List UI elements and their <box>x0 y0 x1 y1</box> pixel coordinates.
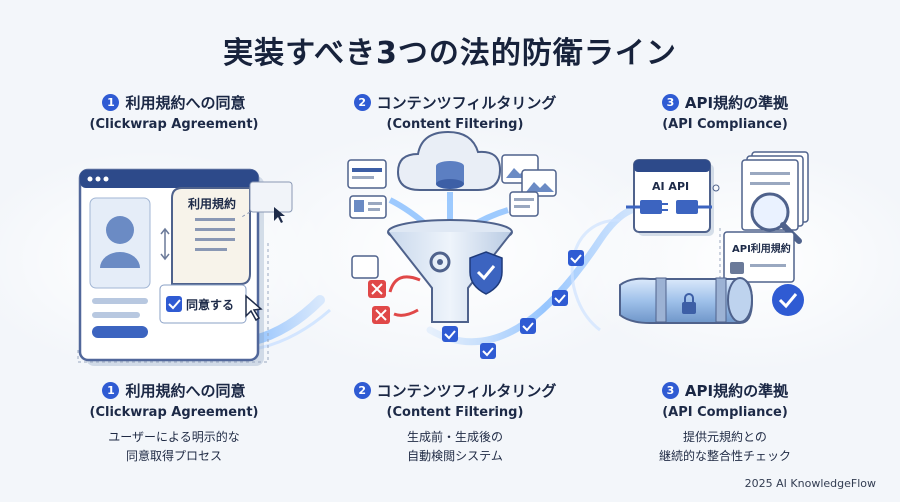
socket-icon <box>676 200 698 214</box>
rejected-image-icon <box>351 255 379 279</box>
api-window-label: AI API <box>652 180 689 193</box>
approved-checks <box>442 250 584 359</box>
section-1-description: ユーザーによる明示的な 同意取得プロセス <box>24 428 324 466</box>
cursor-icon <box>245 294 263 322</box>
section-3-header: 3 API規約の準拠 (API Compliance) <box>575 92 875 132</box>
gear-icon <box>429 251 451 273</box>
section-2-desc-line: 自動検閲システム <box>407 449 503 463</box>
user-avatar-icon <box>106 216 134 244</box>
page-title: 実装すべき3つの法的防衛ライン <box>223 36 677 71</box>
section-3-desc-line: 提供元規約との <box>683 430 767 444</box>
section-1-title-ja: 利用規約への同意 <box>125 94 246 112</box>
section-1-summary-header: 1 利用規約への同意 (Clickwrap Agreement) <box>24 380 324 420</box>
number-badge: 3 <box>661 94 679 111</box>
section-1-desc-line: 同意取得プロセス <box>125 449 222 463</box>
doc-icon <box>347 159 387 189</box>
section-3-title-en: (API Compliance) <box>662 405 788 420</box>
section-1-header: 1 利用規約への同意 (Clickwrap Agreement) <box>24 92 324 132</box>
section-3-desc-line: 継続的な整合性チェック <box>658 449 791 463</box>
filtering-illustration <box>347 130 584 359</box>
section-1-desc-line: ユーザーによる明示的な <box>108 430 240 444</box>
api-terms-card <box>723 231 795 283</box>
return-arrow-icon <box>388 275 421 293</box>
section-2-title-ja: コンテンツフィルタリング <box>376 382 557 400</box>
cloud-icon <box>396 130 502 191</box>
number-badge: 3 <box>661 382 679 399</box>
checkbox-checked-icon <box>166 296 182 312</box>
doc-icon <box>509 191 539 217</box>
section-2-desc-line: 生成前・生成後の <box>406 430 503 444</box>
lock-icon <box>730 262 744 274</box>
section-2-description: 生成前・生成後の 自動検閲システム <box>305 428 605 466</box>
section-2-summary-header: 2 コンテンツフィルタリング (Content Filtering) <box>305 380 605 420</box>
magnifier-icon <box>750 192 790 232</box>
plug-icon <box>640 200 662 214</box>
section-3-title-ja: API規約の準拠 <box>684 382 789 400</box>
verified-check-icon <box>772 284 804 316</box>
section-2-header: 2 コンテンツフィルタリング (Content Filtering) <box>305 92 605 132</box>
section-1-title-ja: 利用規約への同意 <box>125 382 246 400</box>
api-terms-label: API利用規約 <box>732 242 791 255</box>
section-1-title-en: (Clickwrap Agreement) <box>89 117 259 132</box>
terms-doc-label: 利用規約 <box>188 196 236 211</box>
scroll-arrows-icon <box>160 227 170 261</box>
number-badge: 2 <box>353 94 371 111</box>
section-3-summary-header: 3 API規約の準拠 (API Compliance) <box>575 380 875 420</box>
shield-icon <box>469 251 503 295</box>
agree-checkbox-label: 同意する <box>186 297 234 312</box>
number-badge: 1 <box>102 94 120 111</box>
footer-credit: 2025 AI KnowledgeFlow <box>744 477 876 490</box>
database-icon <box>436 179 464 189</box>
section-2-title-en: (Content Filtering) <box>386 405 524 420</box>
section-3-title-ja: API規約の準拠 <box>684 94 789 112</box>
clickwrap-illustration: 利用規約 同意する <box>77 168 293 366</box>
api-compliance-illustration: AI API API利用規約 <box>619 151 809 324</box>
padlock-icon <box>682 302 696 314</box>
pointer-icon <box>274 207 285 223</box>
section-3-description: 提供元規約との 継続的な整合性チェック <box>575 428 875 466</box>
section-3-title-en: (API Compliance) <box>662 117 788 132</box>
number-badge: 1 <box>102 382 120 399</box>
number-badge: 2 <box>353 382 371 399</box>
section-2-title-en: (Content Filtering) <box>386 117 524 132</box>
section-2-title-ja: コンテンツフィルタリング <box>376 94 557 112</box>
section-1-title-en: (Clickwrap Agreement) <box>89 405 259 420</box>
